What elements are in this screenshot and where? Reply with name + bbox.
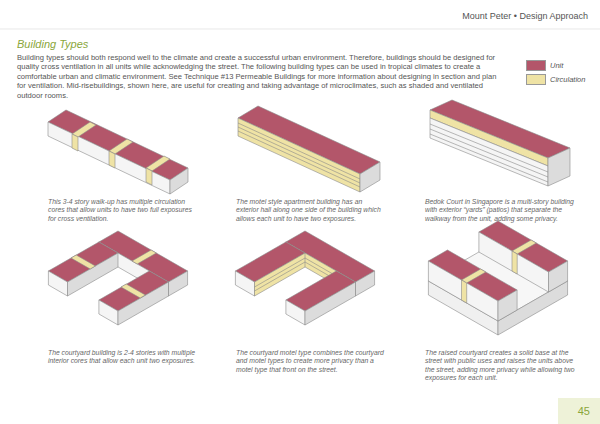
page-number: 45 xyxy=(578,405,590,417)
running-header: Mount Peter • Design Approach xyxy=(462,11,588,21)
building-face xyxy=(305,282,356,325)
building-face xyxy=(99,300,118,325)
body-paragraph: Building types should both respond well … xyxy=(17,53,507,100)
figure-caption: The raised courtyard creates a solid bas… xyxy=(425,349,575,383)
building-face xyxy=(235,271,254,296)
building-face xyxy=(549,261,568,292)
section-title: Building Types xyxy=(17,38,88,50)
figure-caption: The motel style apartment building has a… xyxy=(236,198,386,223)
building-face xyxy=(512,240,536,254)
building-face xyxy=(238,127,360,183)
building-face xyxy=(430,129,548,177)
building-face xyxy=(146,156,170,171)
building-face xyxy=(512,251,517,274)
building-face xyxy=(109,151,115,168)
building-face xyxy=(286,300,305,325)
building-face xyxy=(72,122,96,137)
building-face xyxy=(72,134,78,151)
figure-caption: Bedok Court in Singapore is a multi-stor… xyxy=(425,198,575,223)
building-face xyxy=(255,258,306,287)
building-face xyxy=(238,131,360,187)
page-number-band xyxy=(558,398,600,424)
legend-label: Unit xyxy=(550,61,563,70)
building-face xyxy=(255,253,306,296)
legend-swatch xyxy=(526,60,546,71)
building-face xyxy=(48,271,67,296)
figure-caption: The courtyard building is 2-4 stories wi… xyxy=(48,349,198,366)
building-face xyxy=(360,162,380,192)
building-face xyxy=(121,284,145,298)
building-face xyxy=(462,280,467,303)
building-face xyxy=(169,271,188,296)
building-face xyxy=(548,148,570,186)
building-face xyxy=(238,123,360,179)
building-face xyxy=(462,269,486,283)
header-rule xyxy=(0,29,600,30)
figure-caption: This 3-4 story walk-up has multiple circ… xyxy=(48,198,198,223)
walk-up-building xyxy=(48,110,188,194)
raised-courtyard-building xyxy=(428,221,567,335)
building-face xyxy=(48,122,170,194)
building-face xyxy=(255,262,306,291)
building-face xyxy=(238,118,360,192)
building-face xyxy=(356,271,375,296)
building-face xyxy=(71,255,95,269)
building-face xyxy=(109,139,133,154)
legend-swatch xyxy=(526,74,546,85)
building-face xyxy=(430,124,548,172)
building-face xyxy=(118,282,169,325)
building-face xyxy=(68,253,119,296)
figure-caption: The courtyard motel type combines the co… xyxy=(236,349,386,374)
building-face xyxy=(428,261,498,321)
motel-building xyxy=(238,106,380,192)
building-face xyxy=(430,134,548,182)
courtyard-motel-building xyxy=(235,231,374,325)
bedok-court-building xyxy=(430,100,570,186)
building-face xyxy=(498,290,517,321)
legend-label: Circulation xyxy=(550,75,585,84)
building-face xyxy=(170,168,188,194)
building-face xyxy=(146,168,152,185)
building-face xyxy=(132,250,156,264)
courtyard-building xyxy=(48,231,187,325)
building-face xyxy=(430,118,548,186)
